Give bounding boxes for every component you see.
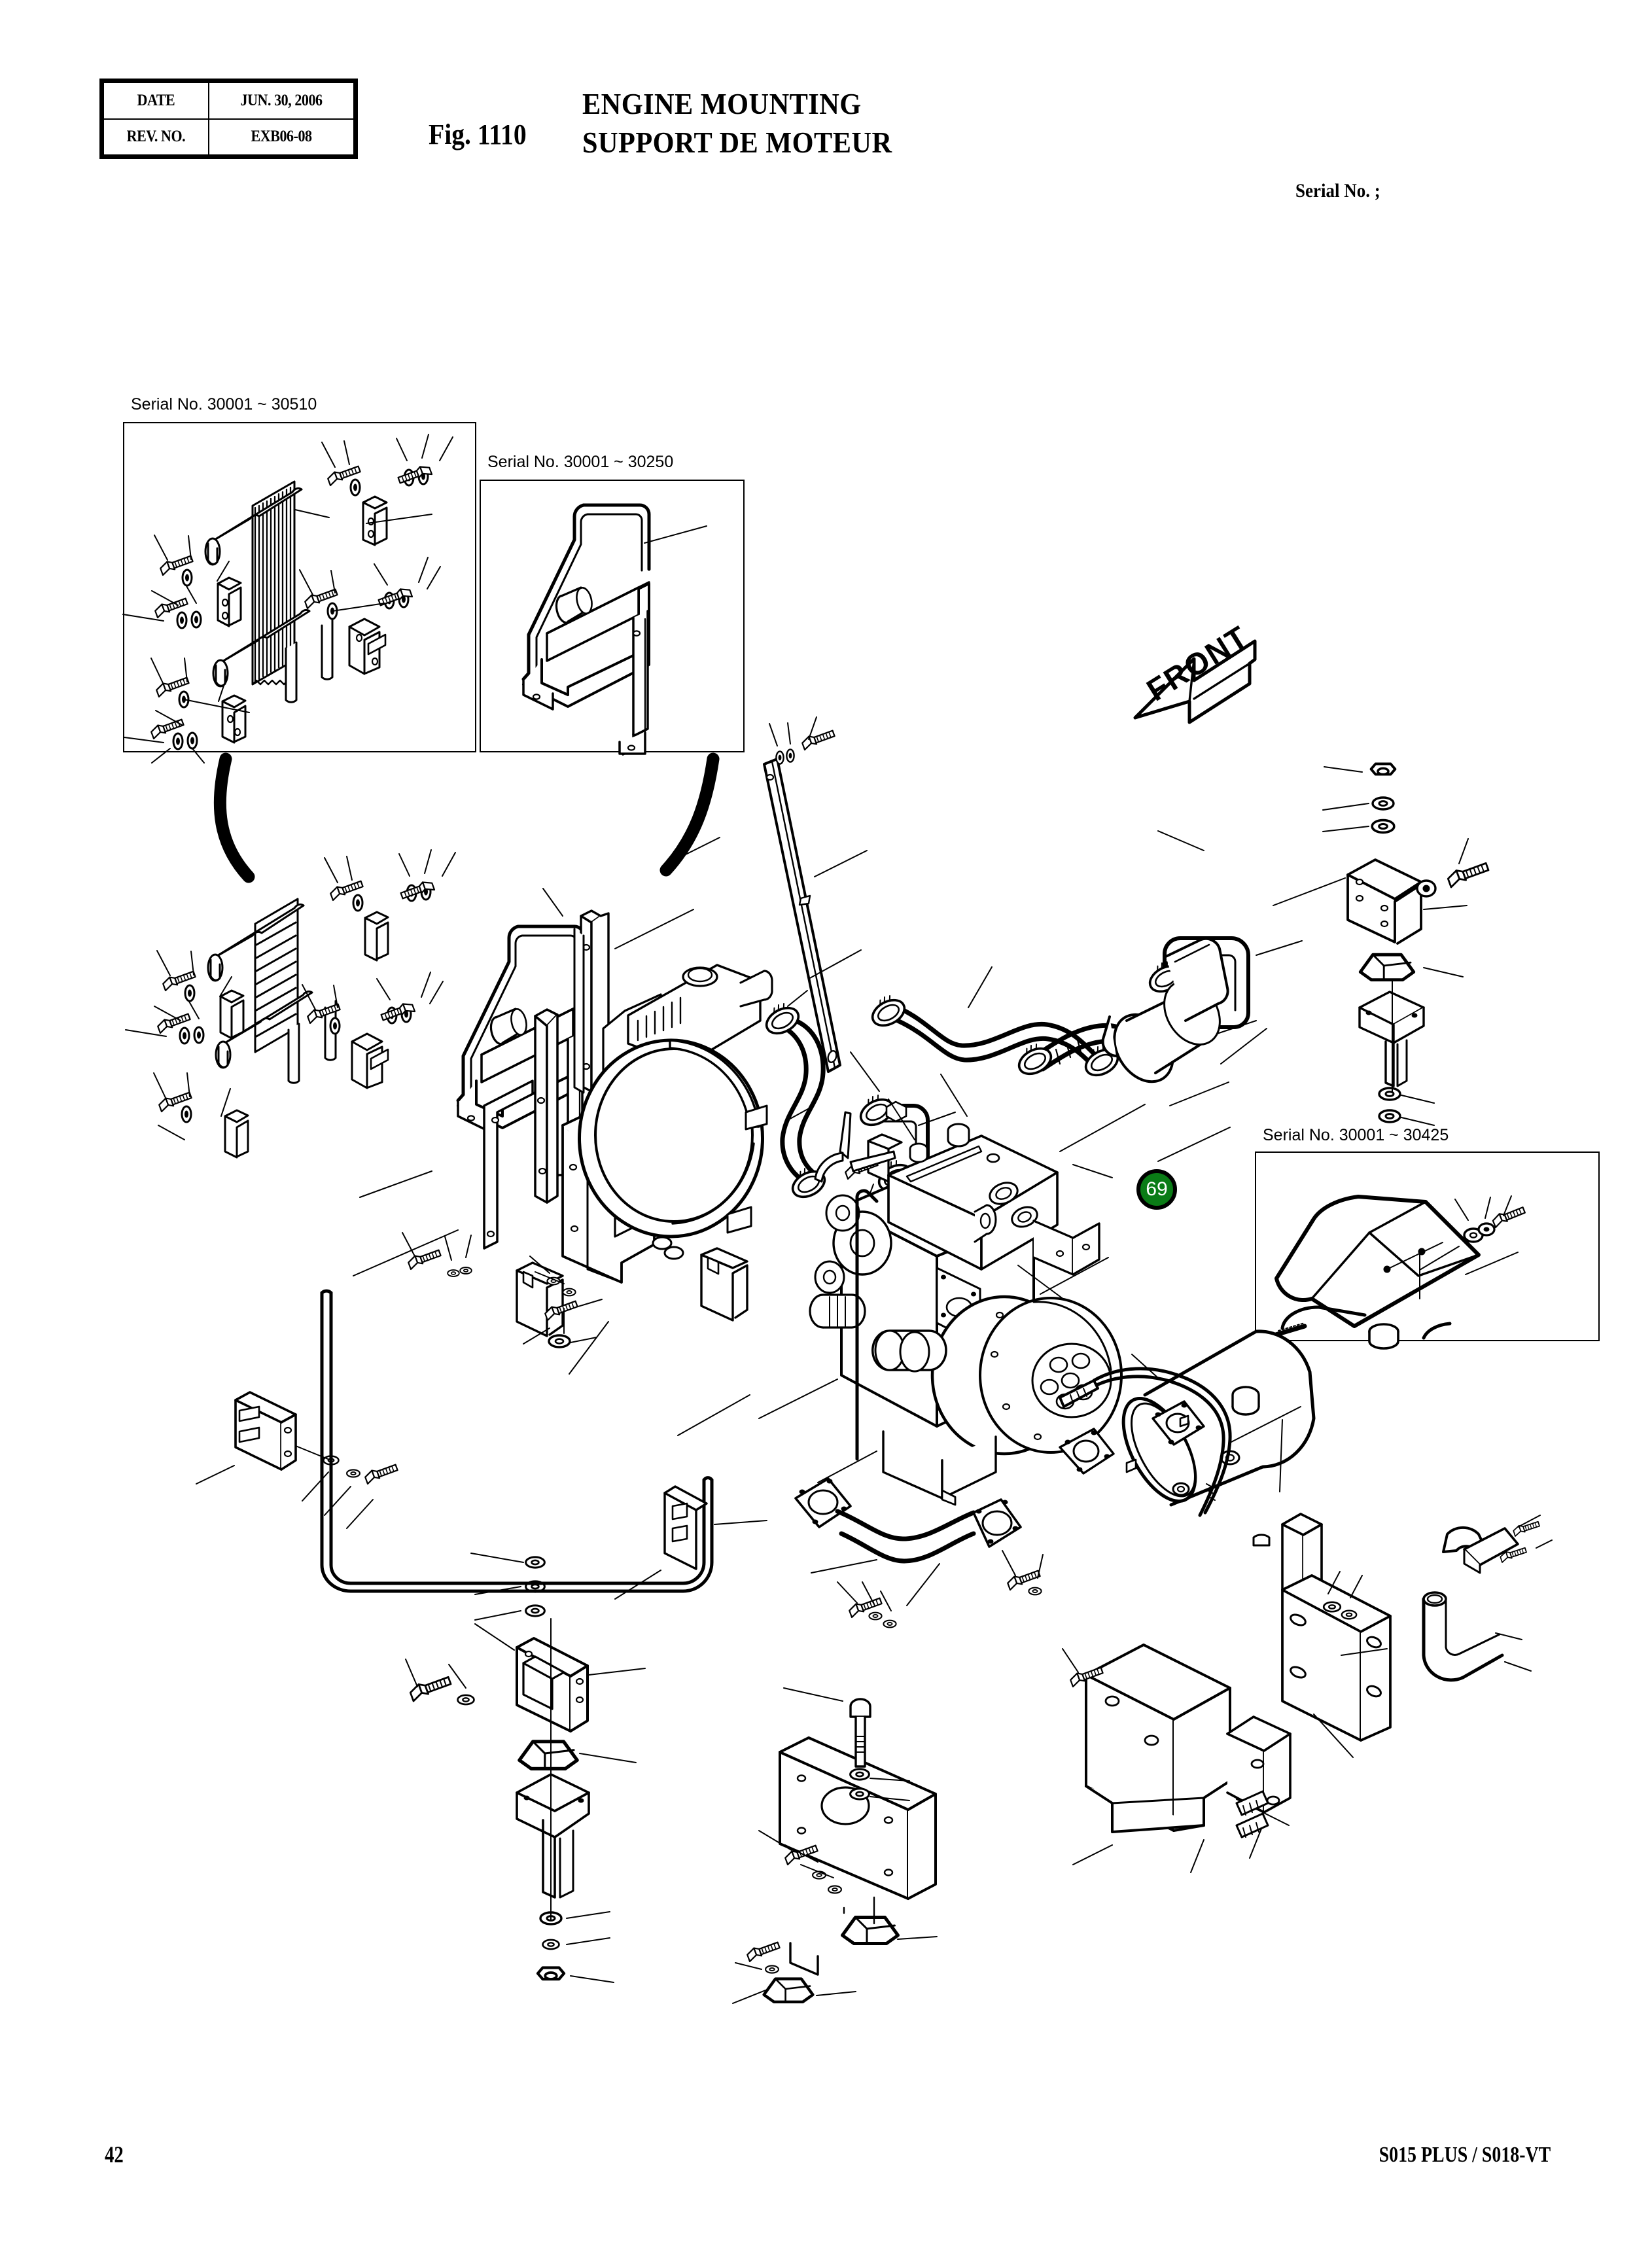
left-engine-mount-column [196, 1391, 646, 1983]
engine-block [758, 1051, 1123, 1506]
air-cleaner [1101, 937, 1229, 1106]
front-direction-arrow: FRONT [1133, 618, 1257, 724]
title-french: SUPPORT DE MOTEUR [582, 125, 892, 159]
coolant-hoses [761, 936, 1303, 1210]
figure-number: Fig. 1110 [429, 118, 527, 150]
revision-label: REV. NO. [109, 118, 203, 156]
lower-right-mount-bracket [1062, 1644, 1292, 1873]
inset-link-arcs [213, 752, 720, 883]
model-designation: S015 PLUS / S018-VT [1379, 2143, 1551, 2167]
muffler-assembly [1059, 1329, 1316, 1547]
page-number: 42 [105, 2141, 124, 2168]
inset-box-radiator-shroud [480, 480, 745, 752]
inset-caption-radiator-shroud: Serial No. 30001 ~ 30250 [487, 453, 674, 471]
revision-value: EXB06-08 [217, 118, 346, 156]
main-radiator-shroud [456, 924, 586, 1177]
callout-marker-69[interactable]: 69 [1136, 1169, 1177, 1210]
muffler-support-bracket [1281, 1513, 1553, 1758]
leader-lines [353, 830, 1267, 1436]
revision-meta-table: DATE JUN. 30, 2006 REV. NO. EXB06-08 [99, 79, 358, 159]
exhaust-pipe [794, 1477, 1044, 1628]
main-oil-cooler [125, 849, 456, 1159]
date-label: DATE [109, 82, 203, 120]
bottom-center-mount [732, 1687, 938, 2004]
date-value: JUN. 30, 2006 [217, 82, 346, 120]
inset-caption-muffler-shield: Serial No. 30001 ~ 30425 [1263, 1126, 1449, 1144]
inset-box-oil-cooler [123, 422, 476, 752]
title-english: ENGINE MOUNTING [582, 87, 862, 120]
page-title: ENGINE MOUNTING SUPPORT DE MOTEUR [582, 85, 892, 162]
drain-tube [320, 1289, 767, 1600]
front-arrow-text: FRONT [1140, 618, 1254, 707]
engine-stay-rod [667, 716, 868, 1073]
serial-no-header: Serial No. ; [1295, 180, 1380, 202]
inset-box-muffler-shield [1255, 1151, 1600, 1341]
upper-right-engine-mount [1273, 762, 1491, 1126]
callout-number: 69 [1146, 1178, 1168, 1200]
inset-caption-oil-cooler: Serial No. 30001 ~ 30510 [131, 395, 317, 413]
main-radiator-assembly [402, 909, 773, 1348]
